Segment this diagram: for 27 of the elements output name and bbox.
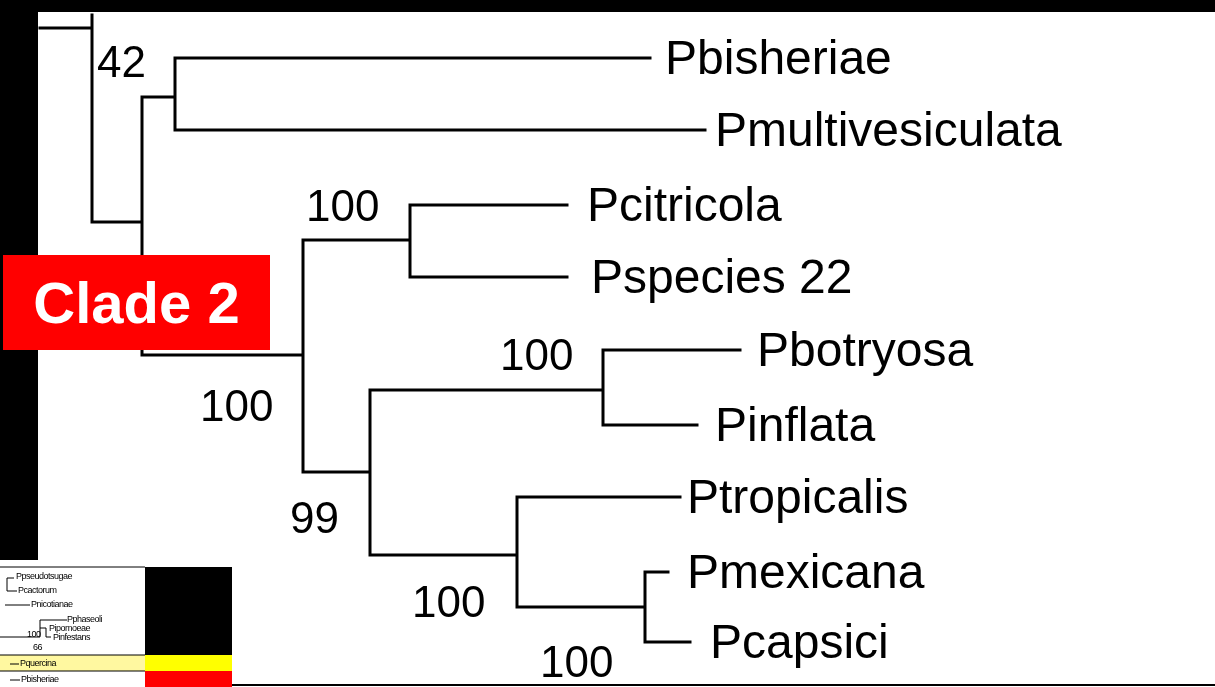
taxon-name: Pinflata: [715, 401, 876, 449]
taxon-name: Pcitricola: [587, 181, 782, 229]
bootstrap-value: 100: [200, 384, 274, 428]
taxon-name: Pmexicana: [687, 548, 925, 596]
taxon-name: Pbisheriae: [21, 675, 59, 684]
bootstrap-value: 100: [27, 630, 41, 639]
taxon-name: Ptropicalis: [687, 473, 909, 521]
taxon-name: Pbisheriae: [665, 34, 892, 82]
bootstrap-value: 100: [306, 184, 380, 228]
taxon-name: Ppseudotsugae: [16, 572, 73, 581]
taxon-name: Pipomoeae: [49, 624, 91, 633]
clade-label: Clade 2: [3, 255, 270, 350]
bootstrap-value: 100: [412, 580, 486, 624]
bootstrap-value: 66: [33, 643, 42, 652]
taxon-name: Pphaseoli: [67, 615, 103, 624]
taxon-name: Pcapsici: [710, 618, 889, 666]
taxon-name: Pnicotianae: [31, 600, 73, 609]
taxon-name: Pspecies 22: [591, 253, 853, 301]
bootstrap-value: 99: [290, 496, 339, 540]
bootstrap-value: 42: [97, 40, 146, 84]
taxon-name: Pbotryosa: [757, 326, 974, 374]
taxon-name: Pcactorum: [18, 586, 57, 595]
taxon-name: Pmultivesiculata: [715, 106, 1062, 154]
taxon-name: Pinfestans: [53, 633, 91, 642]
bootstrap-value: 100: [500, 333, 574, 377]
taxon-name: Pquercina: [20, 659, 57, 668]
bootstrap-value: 100: [540, 640, 614, 684]
